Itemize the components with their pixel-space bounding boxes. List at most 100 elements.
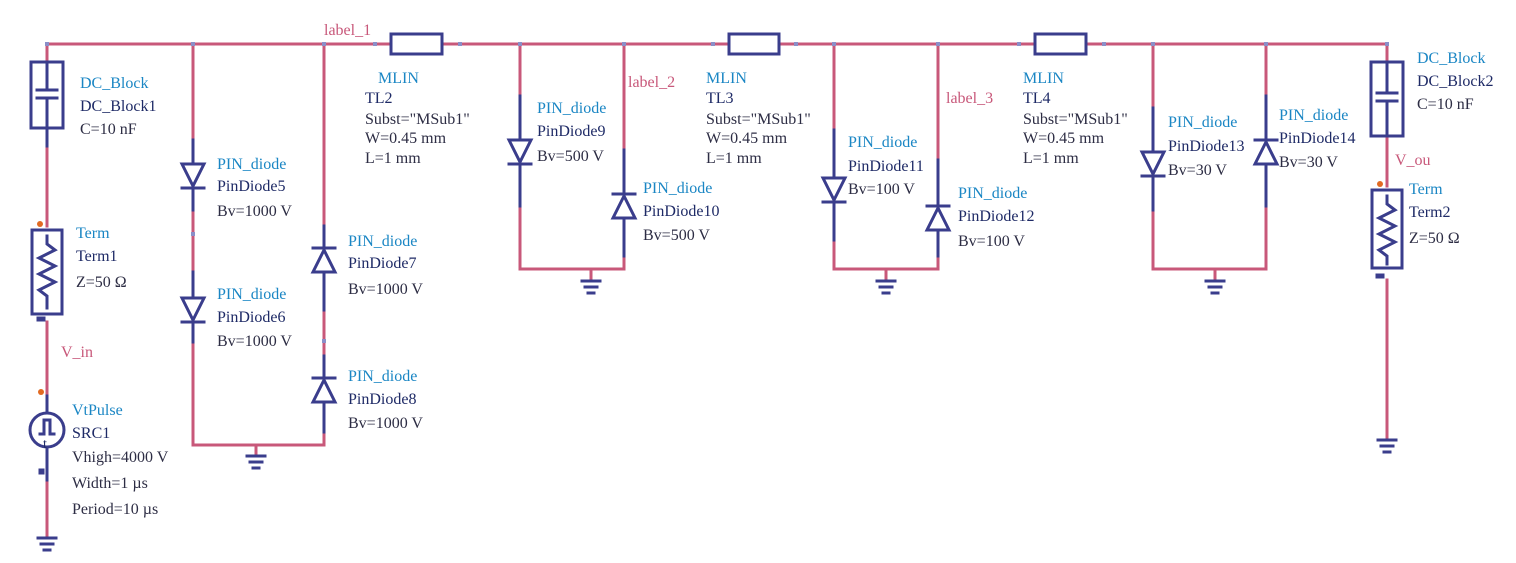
pin [832,42,836,46]
src1-minus-mark [38,468,45,475]
pd13-param: Bv=30 V [1168,162,1227,179]
src1-type: VtPulse [72,402,123,419]
src1-param: Vhigh=4000 V [72,449,169,466]
dc-block2-name: DC_Block2 [1417,73,1493,90]
pin [711,42,715,46]
pd9-type: PIN_diode [537,100,606,117]
pd6-type: PIN_diode [217,286,286,303]
pd8-triangle [310,376,338,404]
junction-pins [45,42,1389,343]
tl2-name: TL2 [365,90,393,107]
tl4-name: TL4 [1023,90,1051,107]
tl3-body [727,32,781,56]
pd5-param: Bv=1000 V [217,203,292,220]
pin [373,42,377,46]
net-label-vin: V_in [61,344,93,361]
pin [322,42,326,46]
tl4-symbol[interactable] [1017,32,1106,56]
term1-pin-marker [37,221,43,227]
tl4-param: L=1 mm [1023,150,1079,167]
term2-type: Term [1409,181,1443,198]
dc-block2-param: C=10 nF [1417,96,1474,113]
pin [518,42,522,46]
pin [1385,42,1389,46]
pin [1102,42,1106,46]
pd8-name: PinDiode8 [348,391,416,408]
pd6-symbol[interactable] [179,270,207,344]
pd14-triangle [1252,138,1280,166]
pd11-name: PinDiode11 [848,158,924,175]
src1-pulse-glyph [38,418,56,436]
pd8-type: PIN_diode [348,368,417,385]
pin [1017,42,1021,46]
term1-type: Term [76,225,110,242]
tl3-symbol[interactable] [711,32,798,56]
pd5-triangle [179,162,207,190]
pd12-param: Bv=100 V [958,233,1025,250]
net-label-vout: V_ou [1395,152,1431,169]
dc-block1-param: C=10 nF [80,121,137,138]
pd7-type: PIN_diode [348,233,417,250]
term1-resistor-zigzag [35,234,59,310]
pd14-symbol[interactable] [1252,94,1280,208]
pd5-symbol[interactable] [179,138,207,212]
net-label-1: label_1 [324,22,371,39]
tl2-body [389,32,444,56]
term1-symbol[interactable] [30,221,64,322]
pd13-triangle [1139,150,1167,178]
tl4-body [1033,32,1088,56]
pd5-type: PIN_diode [217,156,286,173]
pd12-name: PinDiode12 [958,208,1034,225]
pd12-symbol[interactable] [924,158,952,258]
net-label-2: label_2 [628,74,675,91]
pd8-symbol[interactable] [310,354,338,434]
pd6-name: PinDiode6 [217,309,285,326]
src1-circle [28,411,66,449]
dc-block1-name: DC_Block1 [80,98,156,115]
pd12-triangle [924,204,952,232]
pd7-param: Bv=1000 V [348,281,423,298]
term2-name: Term2 [1409,204,1451,221]
pd10-triangle [610,192,638,220]
pin [322,339,326,343]
tl3-name: TL3 [706,90,734,107]
ground-s2-icon [580,279,602,295]
tl2-param: Subst="MSub1" [365,111,470,128]
pd5-name: PinDiode5 [217,178,285,195]
tl2-param: L=1 mm [365,150,421,167]
src1-param: Period=10 µs [72,501,158,518]
pd7-symbol[interactable] [310,224,338,312]
pd9-triangle [506,138,534,166]
term2-minus-mark [1375,273,1385,279]
pin [191,42,195,46]
dc-block1-symbol[interactable] [29,60,65,148]
dc-block1-type: DC_Block [80,75,148,92]
pd8-param: Bv=1000 V [348,415,423,432]
tl3-param: W=0.45 mm [706,130,788,147]
src1-symbol[interactable]: t [28,389,66,482]
dc-block2-symbol[interactable] [1369,60,1405,138]
src1-param: Width=1 µs [72,475,148,492]
term2-resistor-zigzag [1375,194,1399,266]
src1-name: SRC1 [72,425,110,442]
pd7-name: PinDiode7 [348,255,416,272]
pd13-name: PinDiode13 [1168,138,1244,155]
term2-symbol[interactable] [1370,181,1404,279]
tl2-type: MLIN [378,70,419,87]
pd11-symbol[interactable] [820,128,848,242]
pd7-triangle [310,246,338,274]
pin [794,42,798,46]
term1-param: Z=50 Ω [76,274,127,291]
pin [458,42,462,46]
ground-out-icon [1376,438,1398,454]
tl2-symbol[interactable] [373,32,462,56]
pd9-symbol[interactable] [506,94,534,208]
pin [1151,42,1155,46]
ground-s1-icon [245,454,267,470]
pd10-symbol[interactable] [610,148,638,258]
pd13-symbol[interactable] [1139,106,1167,212]
tl4-param: W=0.45 mm [1023,130,1105,147]
pd14-name: PinDiode14 [1279,130,1355,147]
term2-param: Z=50 Ω [1409,230,1460,247]
pin [936,42,940,46]
